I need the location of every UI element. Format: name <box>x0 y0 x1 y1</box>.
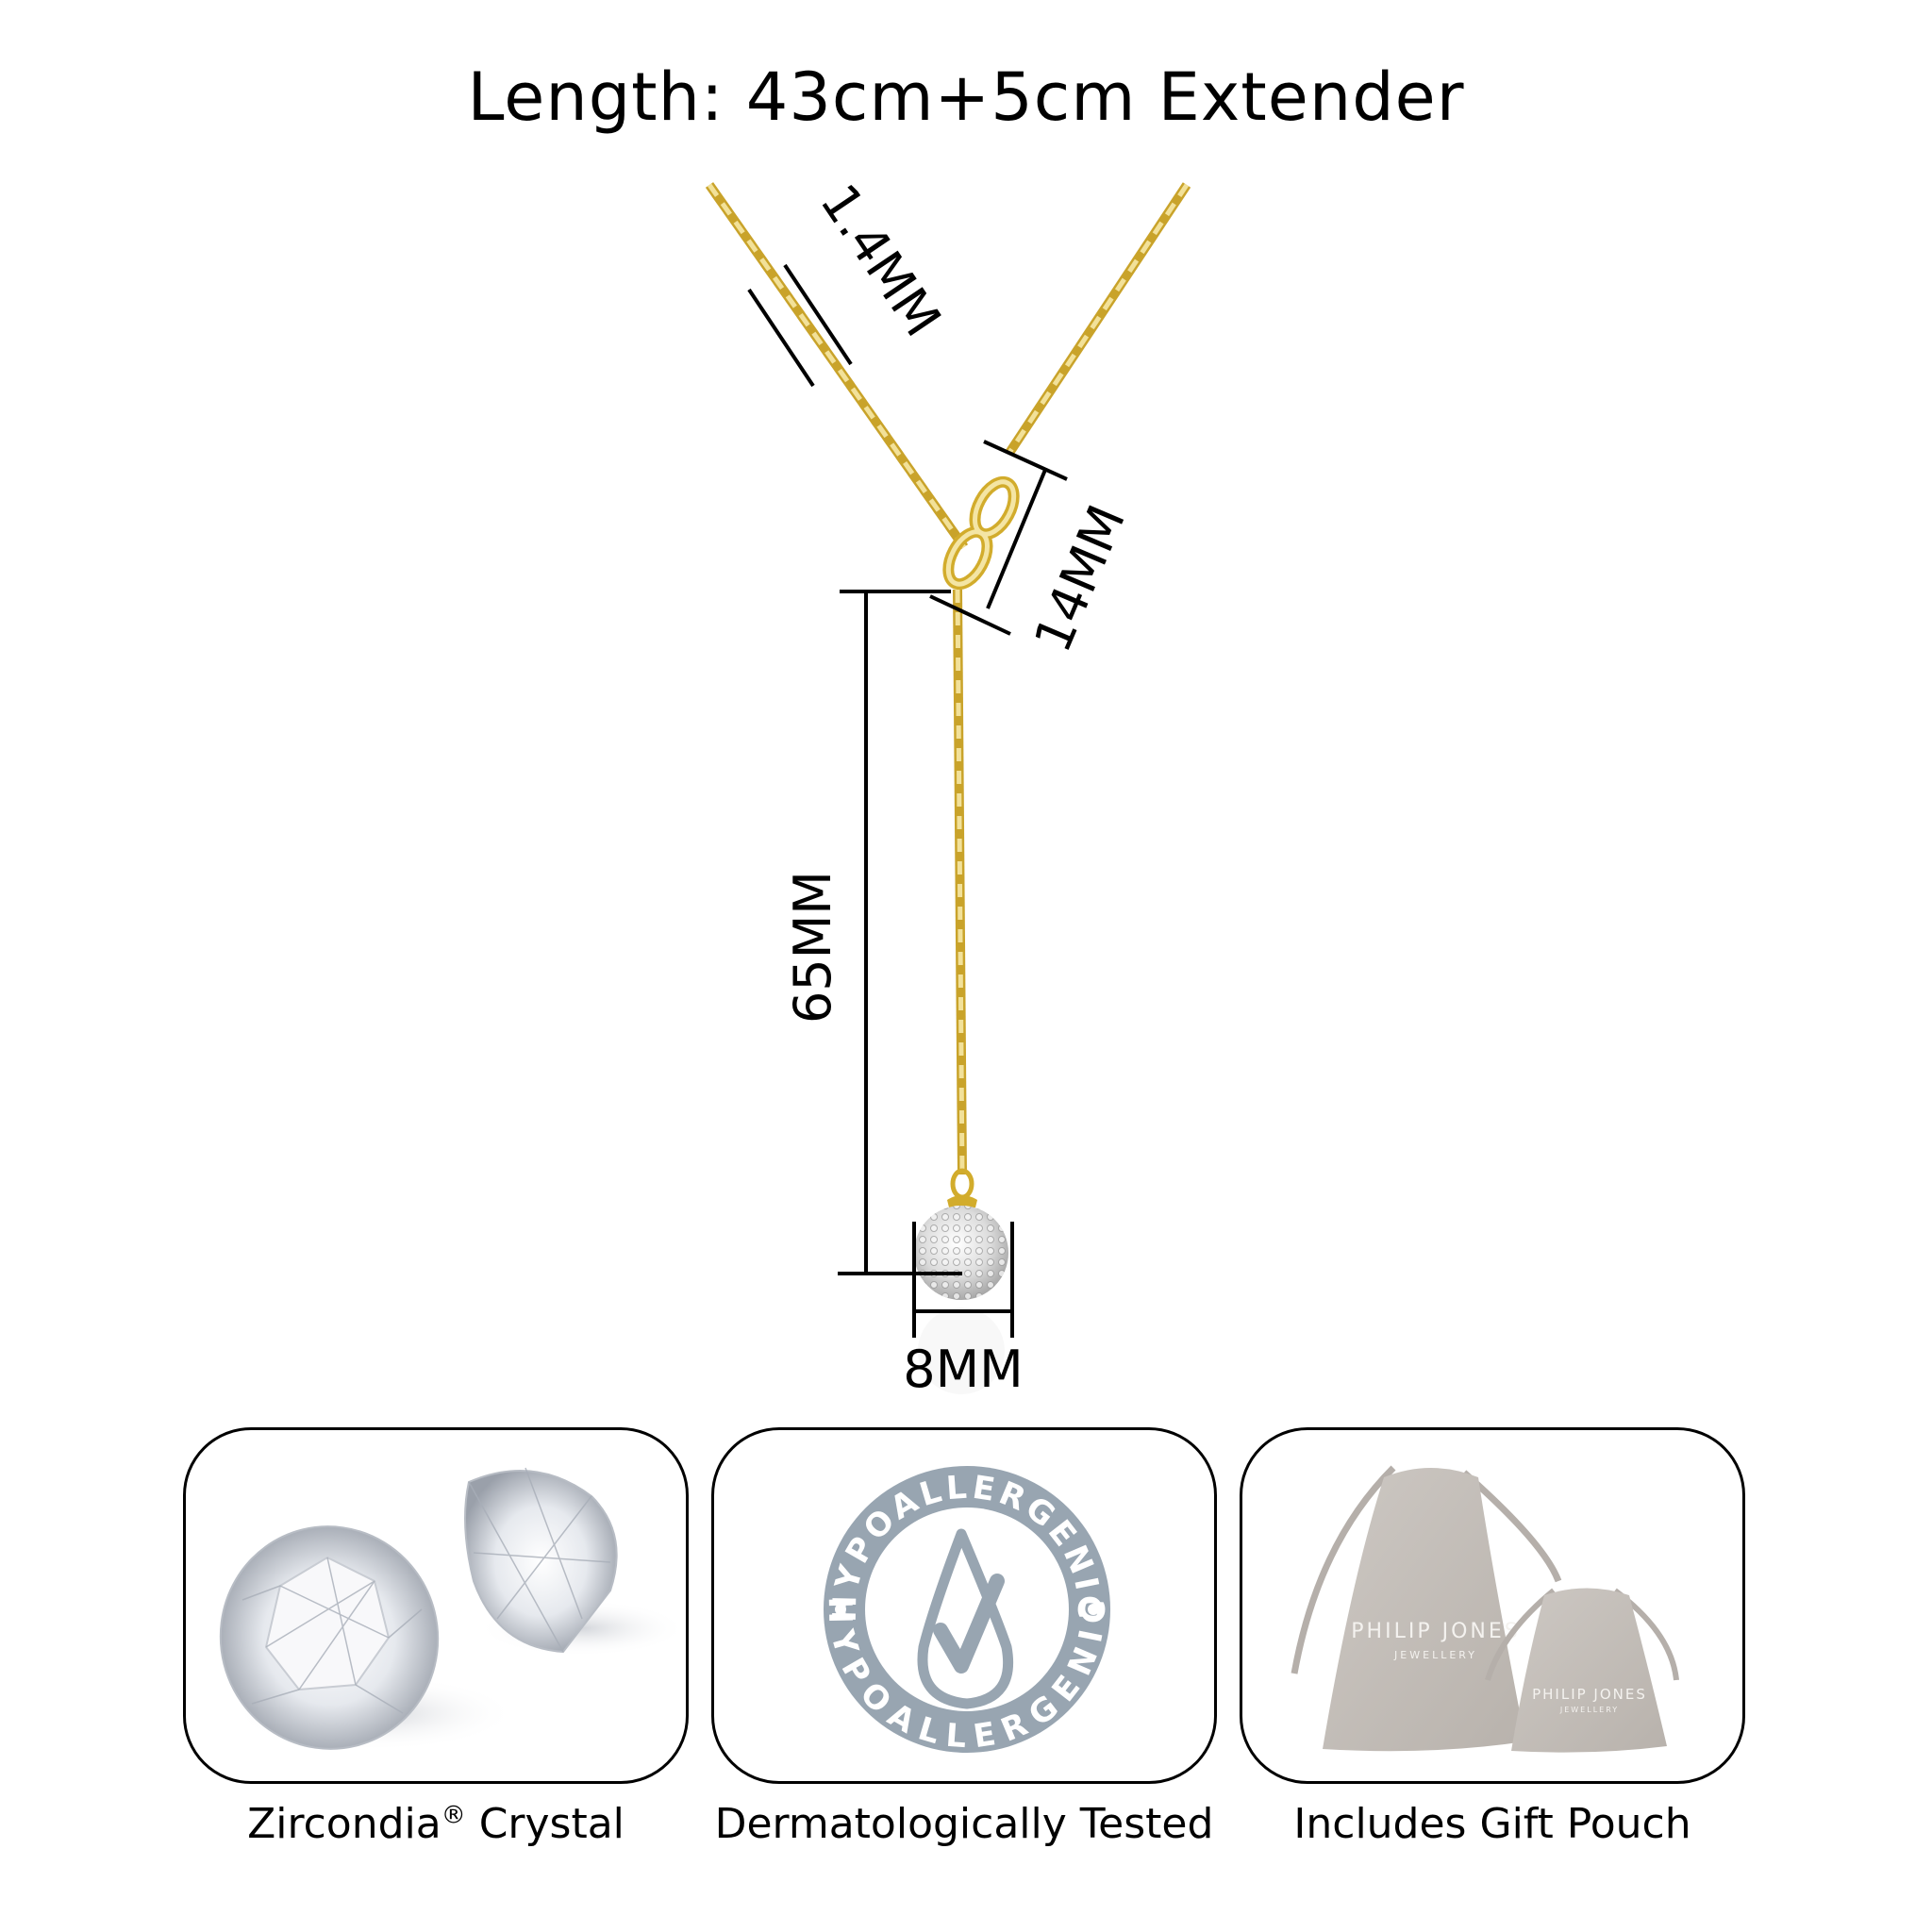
infinity-clasp-icon <box>942 475 1020 591</box>
chain-drop <box>953 589 967 1175</box>
check-icon <box>933 1574 1005 1674</box>
hypoallergenic-badge-icon: HYPOALLERGENIC HYPOALLERGENIC <box>821 1466 1110 1756</box>
clasp-length-label: 14MM <box>1023 496 1137 660</box>
feature-card-gift-pouch: PHILIP JONES JEWELLERY PHILIP JONES JEWE… <box>1240 1427 1745 1784</box>
registered-mark: ® <box>441 1801 466 1830</box>
caption-gift-pouch: Includes Gift Pouch <box>1293 1800 1691 1848</box>
pouch-sub-small: JEWELLERY <box>1559 1706 1619 1714</box>
drop-icon <box>917 1528 1014 1709</box>
caption-crystal-suffix: Crystal <box>465 1800 625 1848</box>
gift-pouch-icon: PHILIP JONES JEWELLERY PHILIP JONES JEWE… <box>1291 1465 1679 1753</box>
feature-card-crystal <box>183 1427 689 1784</box>
dimension-ball-diameter: 8MM <box>903 1222 1024 1399</box>
drop-length-label: 65MM <box>783 871 842 1024</box>
ball-cap <box>947 1195 977 1208</box>
dimension-drop-length: 65MM <box>783 590 962 1275</box>
caption-crystal: Zircondia® Crystal <box>183 1800 689 1848</box>
crystal-gems-icon <box>219 1467 686 1751</box>
caption-dermatologically-tested: Dermatologically Tested <box>714 1800 1214 1848</box>
necklace-diagram: 1.4MM 14MM 65MM 8MM <box>705 174 1191 1399</box>
pouch-brand-large: PHILIP JONES <box>1351 1620 1520 1643</box>
pouch-sub-large: JEWELLERY <box>1393 1649 1477 1661</box>
caption-crystal-name: Zircondia <box>247 1800 441 1848</box>
ball-diameter-label: 8MM <box>903 1340 1024 1399</box>
pouch-brand-small: PHILIP JONES <box>1532 1686 1647 1703</box>
crystal-ball-pendant <box>914 1206 1008 1394</box>
feature-card-hypoallergenic: HYPOALLERGENIC HYPOALLERGENIC <box>711 1427 1217 1784</box>
chain-width-label: 1.4MM <box>808 174 952 347</box>
bail-ring <box>950 1168 974 1200</box>
chain-left <box>705 182 969 550</box>
length-title: Length: 43cm+5cm Extender <box>467 58 1465 136</box>
chain-right <box>1005 182 1191 456</box>
